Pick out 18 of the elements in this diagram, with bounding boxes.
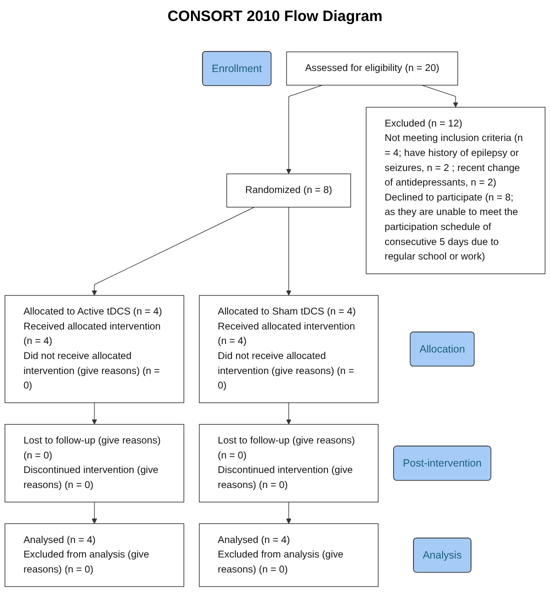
arrow	[286, 502, 292, 524]
node-box: Excluded (n = 12) Not meeting inclusion criteria (n = 4; have history of epilepsy or seizures, n = 2 ; recent change of antidepressants, n = 2) Declined to participate (n = 8; as they are unable to meet the participation schedule of consecutive 5 days due to regular school or work)	[366, 106, 546, 274]
arrow	[92, 402, 98, 425]
node-box: Lost to follow-up (give reasons) (n = 0) Discontinued intervention (give reasons) (n = 0)	[198, 424, 378, 502]
arrow	[286, 84, 323, 174]
arrow	[92, 502, 98, 524]
node-box: Analysed (n = 4) Excluded from analysis (give reasons) (n = 0)	[4, 523, 184, 587]
diagram-title: CONSORT 2010 Flow Diagram	[166, 8, 384, 25]
arrow	[286, 402, 292, 425]
node-box: Allocated to Active tDCS (n = 4) Received allocated intervention (n = 4) Did not receive allocated intervention (give reasons) (n = 0)	[4, 295, 184, 404]
node-box: Analysed (n = 4) Excluded from analysis (give reasons) (n = 0)	[198, 523, 378, 587]
arrow	[92, 206, 255, 296]
arrow	[286, 206, 292, 296]
node-box: Assessed for eligibility (n = 20)	[286, 52, 458, 86]
arrow	[422, 84, 458, 108]
node-box: Allocated to Sham tDCS (n = 4) Received allocated intervention (n = 4) Did not receive allocated intervention (give reasons) (n = 0)	[198, 295, 378, 404]
node-box: Lost to follow-up (give reasons) (n = 0) Discontinued intervention (give reasons) (n = 0)	[4, 424, 184, 502]
node-box: Randomized (n = 8)	[226, 174, 352, 208]
